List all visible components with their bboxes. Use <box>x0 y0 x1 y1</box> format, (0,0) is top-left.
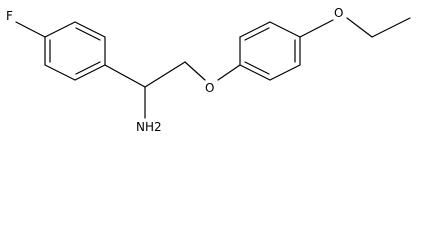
fluorine-label: F <box>6 9 13 23</box>
ether-oxygen-label: O <box>205 81 214 95</box>
bond-ring-ch <box>104 64 146 88</box>
bond-ch2-ch3 <box>371 17 411 38</box>
ethoxyphenyl-ring <box>239 21 301 81</box>
bond-c-f <box>15 21 46 38</box>
bond-ring-o <box>299 19 334 38</box>
ethoxy-oxygen-label: O <box>334 6 343 20</box>
structure-svg: F NH2 O O <box>6 6 411 134</box>
bond-ch-ch2 <box>144 61 186 88</box>
bond-o-ring <box>217 64 241 81</box>
bond-ch2-o <box>184 61 206 81</box>
amine-label: NH2 <box>136 120 162 134</box>
fluorophenyl-ring <box>44 21 106 81</box>
bond-o-ch2 <box>346 17 373 38</box>
molecule-diagram: F NH2 O O <box>6 6 411 134</box>
